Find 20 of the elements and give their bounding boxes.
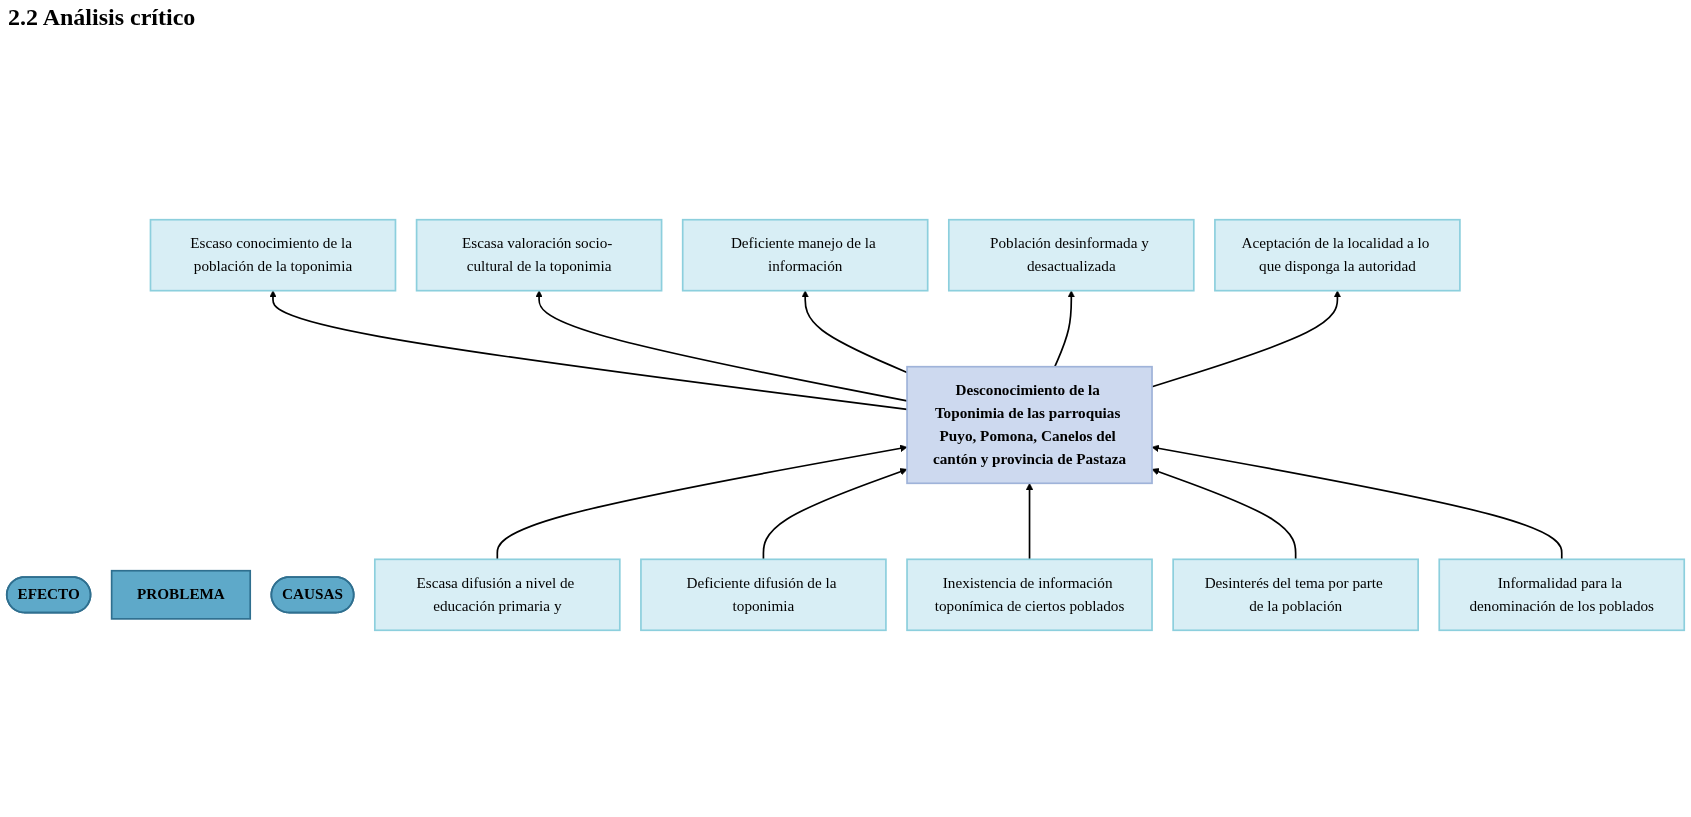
node-box: Escasa difusión a nivel de educación primaria y [373,558,621,632]
diagram-title: 2.2 Análisis crítico [8,4,196,31]
node-box: Deficiente difusión de la toponimia [640,558,887,632]
arrow [762,468,908,561]
node-box: Inexistencia de información toponímica de ciertos poblados [906,558,1153,632]
arrow [1025,482,1034,561]
node-box: Desinterés del tema por parte de la población [1172,558,1419,632]
arrow [535,290,908,402]
node-box: Aceptación de la localidad a lo que disponga la autoridad [1214,218,1461,292]
arrow [496,444,908,561]
node-box: Escaso conocimiento de la población de la toponimia [149,218,397,292]
arrow [269,290,908,411]
node-box: Deficiente manejo de la información [681,218,929,292]
node-box: PROBLEMA [110,569,252,620]
arrow [801,290,908,374]
node-box: Informalidad para la denominación de los poblados [1438,558,1686,632]
arrow [1053,290,1075,368]
node-box: Población desinformada y desactualizada [947,218,1195,292]
node-box: Escasa valoración socio- cultural de la toponimia [415,218,663,292]
node-box: Desconocimiento de la Toponimia de las parroquias Puyo, Pomona, Canelos del cantón y provincia de Pastaza [906,365,1153,485]
